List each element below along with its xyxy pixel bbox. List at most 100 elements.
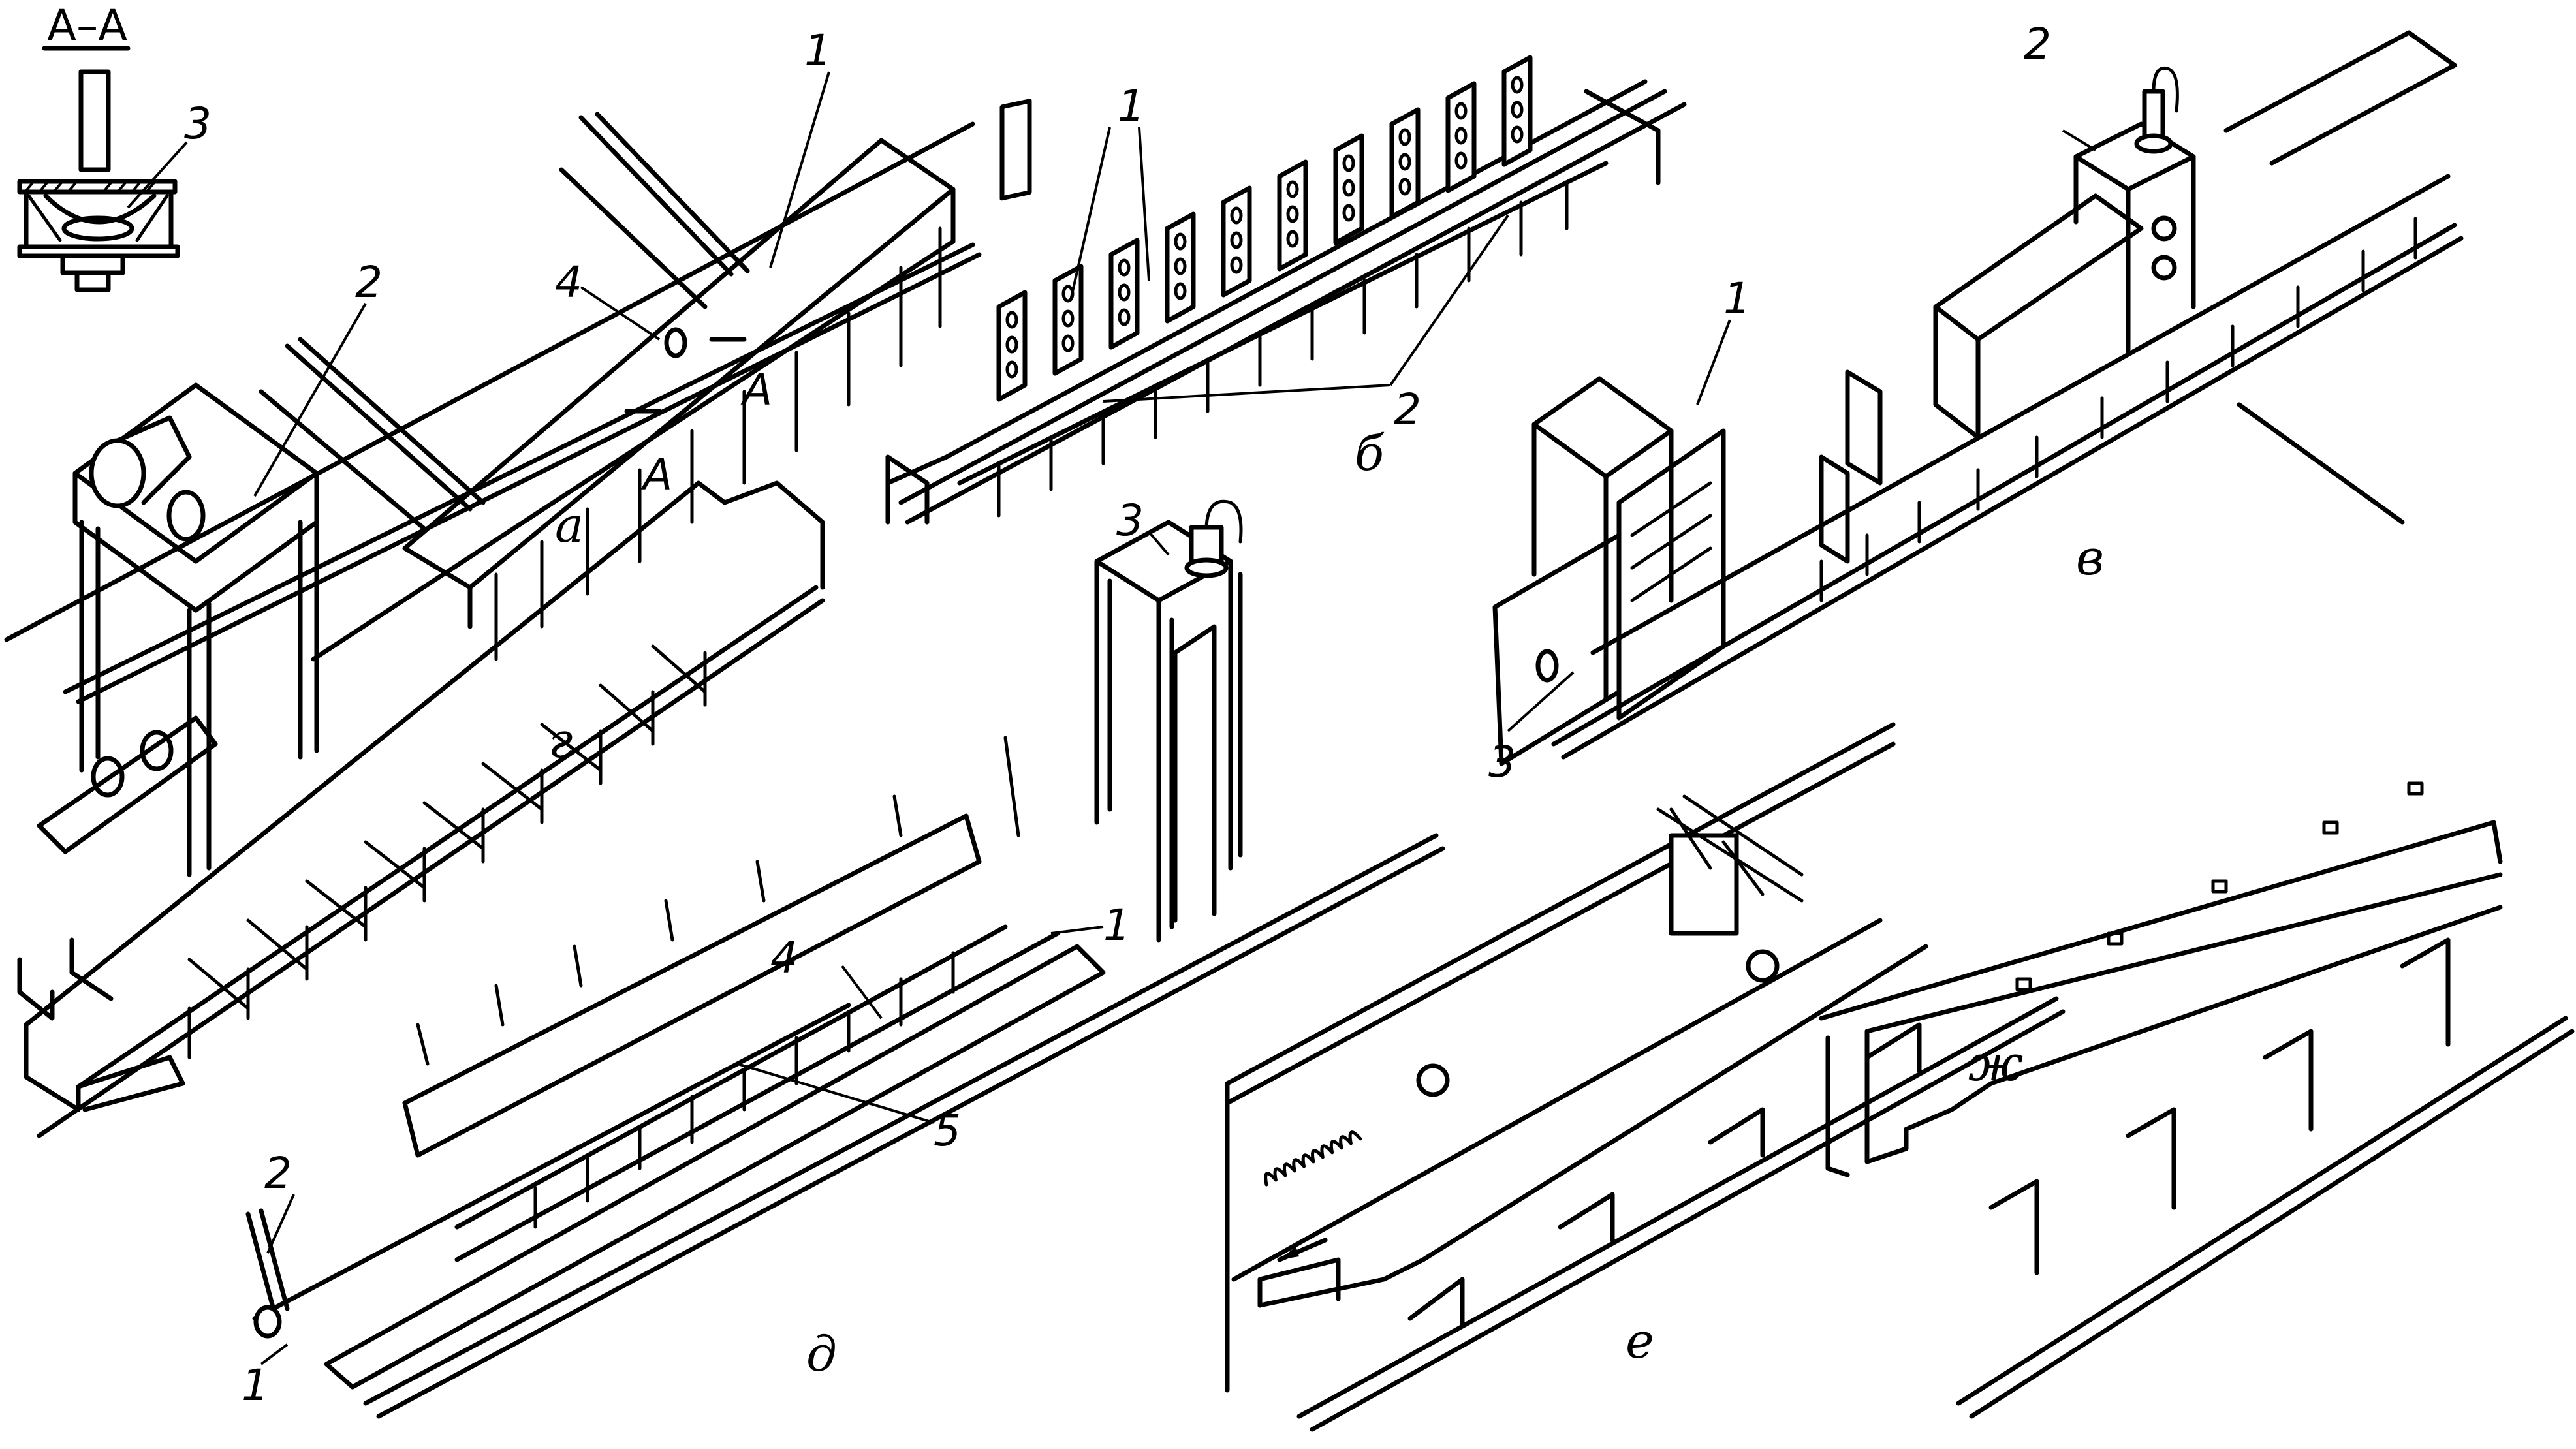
plate-hole (1398, 153, 1411, 171)
plate-hole (1118, 283, 1131, 302)
plate-b (999, 99, 1032, 201)
plate-hole (1398, 128, 1411, 146)
leader-d-1b (1050, 926, 1104, 935)
plate-hole (1230, 256, 1243, 274)
standing-plate-v-2 (1845, 369, 1883, 486)
panel-a: А А 4 1 2 а (4, 25, 982, 877)
form-d-rim (454, 924, 1008, 1230)
perforated-plate (1445, 81, 1477, 193)
standing-plate-v-1 (1819, 454, 1850, 564)
trough-v-partitions (1819, 217, 2417, 602)
beam-e-top (1231, 918, 1883, 1282)
panel-label-b: б (1355, 426, 1385, 482)
perforated-plate (1333, 133, 1364, 245)
trough-g-partitions (187, 651, 707, 1059)
callout-d-2: 2 (264, 1148, 292, 1198)
plate-hole (1342, 179, 1355, 197)
trough-a-edges (467, 187, 956, 629)
perforated-plate (1108, 238, 1140, 350)
callout-a-2: 2 (355, 257, 383, 307)
beam-e-end (1257, 1257, 1341, 1308)
plate-hole (1005, 311, 1018, 329)
perforated-plate (1165, 211, 1196, 324)
leader-v-1 (1696, 319, 1731, 405)
trough-a-partitions (494, 226, 942, 661)
plate-hole (1061, 334, 1075, 352)
panel-label-g: г (548, 713, 573, 769)
leader-a-2 (253, 303, 367, 497)
trough-g-top-front (76, 585, 819, 1089)
perforated-plate (1277, 159, 1308, 272)
form-d-partitions (533, 951, 955, 1229)
rail-a-front-2 (76, 252, 982, 704)
crossrail-a-1 (578, 112, 750, 277)
trough-a-bottom-edge (311, 239, 956, 662)
callout-v-3: 3 (1488, 737, 1516, 787)
vibrator-v-2-base (2134, 133, 2173, 154)
portal-a-leg-1 (79, 520, 101, 773)
rail-v-1 (1551, 223, 2457, 747)
trough-g-diagonals (187, 644, 707, 1010)
perforated-plate (1052, 264, 1084, 376)
section-post (78, 69, 111, 172)
box-v-top (1933, 193, 2144, 342)
callout-d-1b: 1 (1103, 900, 1131, 950)
spring-coil-e (1264, 1130, 1362, 1187)
trough-g-end-box (24, 1022, 81, 1112)
perforated-plate (1501, 55, 1533, 167)
vibrator-d-3-cable (1204, 499, 1243, 544)
arrow-e-head (1280, 1247, 1299, 1260)
plate-hole (1454, 127, 1468, 145)
bracket-b-right (1584, 89, 1661, 185)
hub-d (253, 1305, 282, 1339)
plate-hole (1454, 102, 1468, 120)
plate-hole (1061, 309, 1075, 328)
trough-g-bottom (37, 598, 825, 1138)
clamp-v (1535, 649, 1559, 683)
trough-b-rim (957, 161, 1609, 486)
crossbeams-zh (1988, 937, 2451, 1275)
plate-hole (1511, 125, 1524, 144)
rail-zh-2 (1969, 1029, 2575, 1419)
rail-e-bottom (1296, 996, 2059, 1419)
perforated-plate (1221, 185, 1252, 298)
vibrator-a-4 (664, 327, 687, 358)
box-v-side (1933, 304, 1981, 440)
plate-hole (1342, 154, 1355, 172)
rail-e-bottom-2 (1310, 1009, 2066, 1432)
plate-hole (1286, 205, 1299, 223)
panel-v: 3 1 2 в (1488, 19, 2464, 787)
form-d-front (454, 931, 1060, 1262)
rail-e-top-1 (1225, 722, 1896, 1086)
rail-v-2 (1561, 236, 2464, 760)
box-v-top-right (2223, 30, 2457, 166)
panel-label-zh: ж (1968, 1036, 2023, 1092)
plate-hole (1342, 204, 1355, 222)
leader-d-2 (266, 1194, 295, 1254)
section-bowl (43, 193, 157, 225)
crossrail-a-4 (259, 389, 427, 531)
panel-b: 1 2 б (885, 55, 1687, 525)
rail-a-front (63, 242, 975, 694)
plate-hole (1174, 232, 1187, 251)
portal-d-3-legs-inner (1107, 572, 1243, 929)
leader-a-3 (127, 141, 188, 209)
beam-zh-end (1864, 1029, 1909, 1164)
shaft-d (252, 1003, 851, 1321)
perforated-plate (996, 290, 1028, 402)
leader-a-4 (580, 286, 661, 341)
panel-e: е (1225, 722, 2066, 1432)
panel-g: г (17, 480, 825, 1138)
roller-a-1 (91, 756, 125, 798)
bracket-b-left (885, 454, 930, 525)
section-mount (60, 253, 125, 275)
section-funnel (27, 194, 169, 242)
section-walls (24, 189, 174, 249)
trough-b-partitions (997, 181, 1569, 518)
plate-hole (1511, 76, 1524, 94)
crossrail-a-2 (559, 167, 708, 309)
plate-d-pins (416, 736, 1020, 1066)
rail-a-lower (4, 121, 975, 642)
callout-d-5: 5 (934, 1106, 961, 1156)
